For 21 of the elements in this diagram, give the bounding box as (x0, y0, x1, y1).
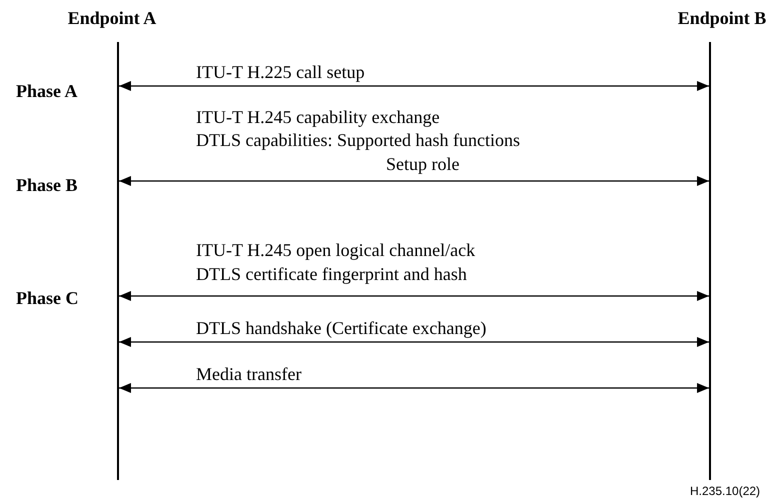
phase-label: Phase C (16, 288, 78, 308)
figure-id: H.235.10(22) (690, 484, 760, 498)
message-label: DTLS certificate fingerprint and hash (196, 264, 467, 284)
message-arrow (119, 383, 709, 393)
message-label: DTLS capabilities: Supported hash functions (196, 130, 520, 150)
edge-label: Media transfer (196, 364, 302, 384)
message-label: Setup role (386, 154, 460, 174)
endpoint-heading: Endpoint A (68, 8, 156, 28)
message-arrow (119, 291, 709, 301)
edge-label: ITU-T H.245 open logical channel/ack (196, 240, 476, 260)
endpoint-heading: Endpoint B (678, 8, 766, 28)
lifeline (709, 42, 711, 480)
edge-label: ITU-T H.225 call setup (196, 62, 365, 82)
message-arrow (119, 337, 709, 347)
phase-label: Phase A (16, 81, 78, 101)
phase-label: Phase B (16, 175, 78, 195)
edge-label: ITU-T H.245 capability exchange (196, 107, 440, 127)
edge-label: DTLS handshake (Certificate exchange) (196, 318, 486, 338)
message-arrow (119, 81, 709, 91)
lifeline (117, 42, 119, 480)
message-arrow (119, 176, 709, 186)
